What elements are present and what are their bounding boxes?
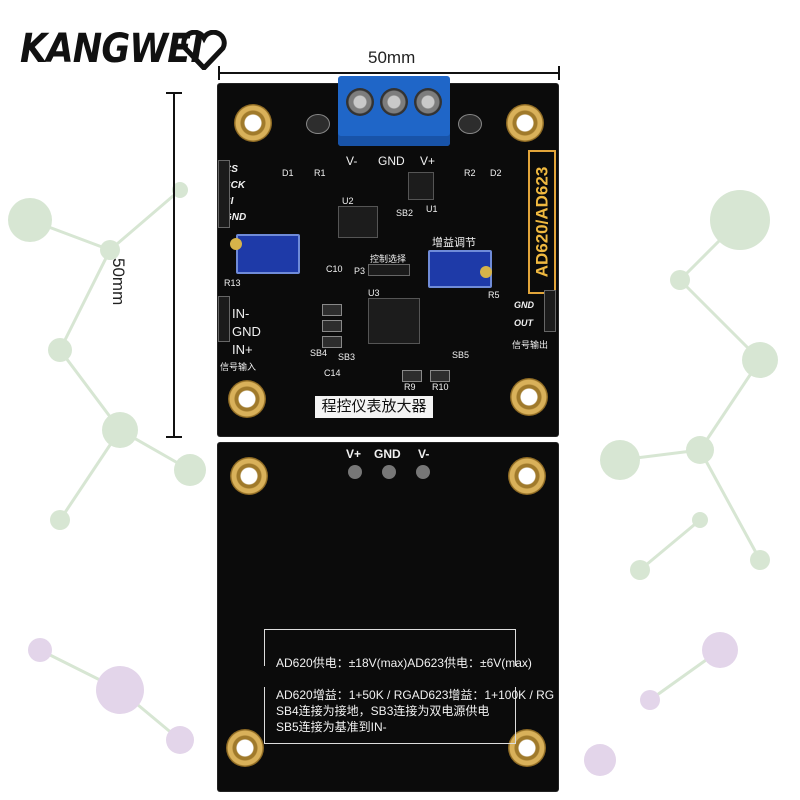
mounting-hole <box>508 457 546 495</box>
width-label: 50mm <box>368 48 416 67</box>
label-sb3: SB3 <box>338 352 356 362</box>
spec-line-gain: AD620增益：1+50K / RGAD623增益：1+100K / RG <box>276 688 555 702</box>
resistor <box>430 370 450 382</box>
capacitor <box>306 114 330 134</box>
header-label-sck: SCK <box>224 180 246 191</box>
mounting-hole <box>234 104 272 142</box>
chip-model-tag: AD620/AD623 <box>528 150 556 294</box>
mounting-hole <box>508 729 546 767</box>
header-label-cs: CS <box>224 164 238 175</box>
mcu-chip <box>368 298 420 344</box>
input-label-in-plus: IN+ <box>232 342 253 357</box>
label-r5: R5 <box>488 290 500 300</box>
input-label-gnd: GND <box>232 324 261 339</box>
solder-pad <box>348 465 362 479</box>
mounting-hole <box>230 457 268 495</box>
back-label-vminus: V- <box>418 447 430 461</box>
terminal-label-vplus: V+ <box>420 154 436 168</box>
terminal-screw[interactable] <box>414 88 442 116</box>
resistor <box>322 320 342 332</box>
label-u3: U3 <box>368 288 380 298</box>
gain-adjust-label: 增益调节 <box>432 237 476 249</box>
header-label-gnd: GND <box>224 212 247 223</box>
terminal-screw[interactable] <box>380 88 408 116</box>
control-select-header <box>368 264 410 276</box>
silk-outline <box>264 629 516 666</box>
amplifier-chip <box>338 206 378 238</box>
label-sb4: SB4 <box>310 348 328 358</box>
output-pin-header <box>544 290 556 332</box>
height-label: 50mm <box>109 258 128 306</box>
label-c14: C14 <box>324 368 341 378</box>
resistor <box>402 370 422 382</box>
height-dimension-line <box>166 92 182 438</box>
board-title: 程控仪表放大器 <box>315 396 433 418</box>
mounting-hole <box>226 729 264 767</box>
label-r9: R9 <box>404 382 416 392</box>
label-r13: R13 <box>224 278 241 288</box>
label-r1: R1 <box>314 168 326 178</box>
label-u1: U1 <box>426 204 438 214</box>
pcb-back: V+ GND V- <box>218 443 558 791</box>
regulator-chip <box>408 172 434 200</box>
brand-logo-text: KANGWEI <box>20 26 204 72</box>
back-label-gnd: GND <box>374 447 401 461</box>
mounting-hole <box>510 378 548 416</box>
label-r10: R10 <box>432 382 449 392</box>
terminal-label-vminus: V- <box>346 154 358 168</box>
solder-pad <box>416 465 430 479</box>
back-label-vplus: V+ <box>346 447 362 461</box>
label-c10: C10 <box>326 264 343 274</box>
trim-potentiometer-left[interactable] <box>230 234 300 274</box>
input-pin-header <box>218 296 230 342</box>
power-terminal-block[interactable] <box>338 76 450 146</box>
output-label-out: OUT <box>514 318 533 328</box>
chip-model-text: AD620/AD623 <box>532 166 552 278</box>
mounting-hole <box>506 104 544 142</box>
terminal-screw[interactable] <box>346 88 374 116</box>
spec-line-supply: AD620供电：±18V(max)AD623供电：±6V(max) <box>276 656 532 670</box>
pot-adjust-screw[interactable] <box>230 238 242 250</box>
label-u2: U2 <box>342 196 354 206</box>
spec-line-sb4-sb3: SB4连接为接地，SB3连接为双电源供电 <box>276 704 490 718</box>
input-label-in-minus: IN- <box>232 306 250 321</box>
brand-heart-icon <box>181 30 227 70</box>
control-select-label: 控制选择 <box>370 254 407 264</box>
output-label-gnd: GND <box>514 300 534 310</box>
label-sb2: SB2 <box>396 208 414 218</box>
spec-line-sb5: SB5连接为基准到IN- <box>276 720 387 734</box>
label-d2: D2 <box>490 168 502 178</box>
terminal-label-gnd: GND <box>378 154 405 168</box>
label-sb5: SB5 <box>452 350 470 360</box>
input-caption: 信号输入 <box>220 362 257 372</box>
solder-pad <box>382 465 396 479</box>
output-caption: 信号输出 <box>512 340 549 350</box>
mounting-hole <box>228 380 266 418</box>
control-pin-header <box>218 160 230 228</box>
spec-info-box: AD620供电：±18V(max)AD623供电：±6V(max) AD620增… <box>264 632 554 742</box>
pot-adjust-screw[interactable] <box>480 266 492 278</box>
capacitor <box>458 114 482 134</box>
label-r2: R2 <box>464 168 476 178</box>
resistor <box>322 336 342 348</box>
resistor <box>322 304 342 316</box>
silk-outline <box>264 687 516 744</box>
label-p3: P3 <box>354 266 366 276</box>
gain-potentiometer[interactable] <box>428 250 492 288</box>
width-dimension-line <box>218 66 560 80</box>
label-d1: D1 <box>282 168 294 178</box>
